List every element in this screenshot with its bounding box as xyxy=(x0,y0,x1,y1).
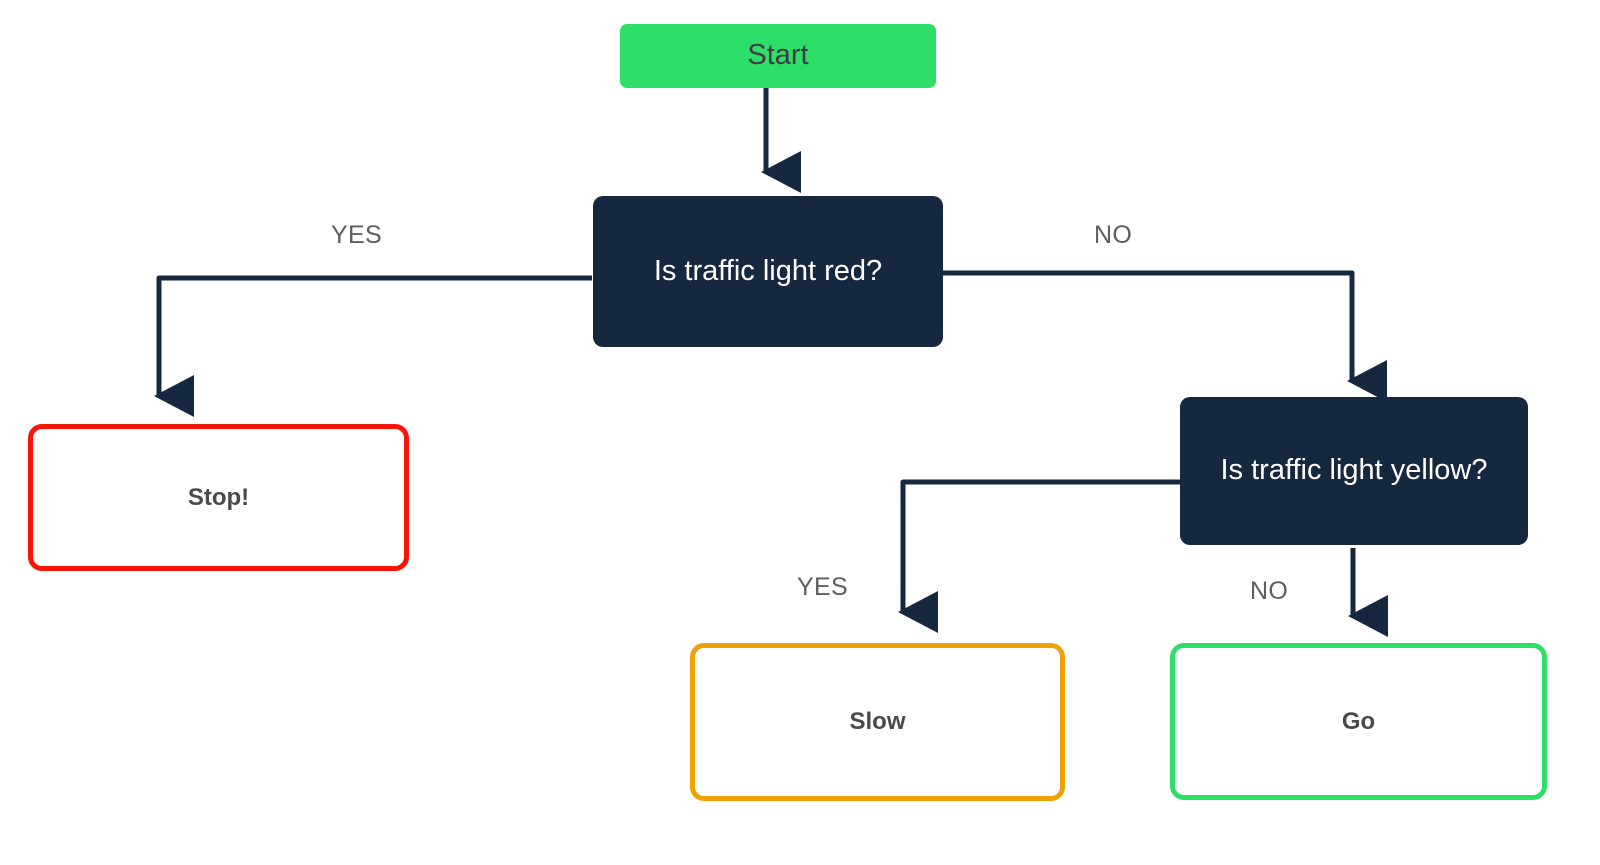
node-stop[interactable]: Stop! xyxy=(28,424,409,571)
node-decision-is-traffic-light-red[interactable]: Is traffic light red? xyxy=(593,196,943,347)
node-stop-label: Stop! xyxy=(187,483,250,511)
node-slow-label: Slow xyxy=(849,708,906,736)
edge-decision-yellow-yes-to-slow xyxy=(897,479,1180,633)
edge-label-red-no: NO xyxy=(1094,221,1133,249)
node-decision-is-traffic-light-yellow[interactable]: Is traffic light yellow? xyxy=(1180,397,1528,545)
node-go[interactable]: Go xyxy=(1170,643,1547,800)
edge-decision-red-yes-to-stop xyxy=(153,275,592,417)
edge-decision-red-no-to-decision-yellow xyxy=(943,270,1387,402)
node-decision-red-label: Is traffic light red? xyxy=(653,254,883,287)
edge-label-yellow-yes: YES xyxy=(797,573,848,601)
node-start[interactable]: Start xyxy=(620,24,936,88)
edge-label-yellow-no: NO xyxy=(1250,577,1289,605)
edge-label-red-yes: YES xyxy=(331,221,382,249)
node-go-label: Go xyxy=(1341,707,1376,735)
node-start-label: Start xyxy=(747,39,809,72)
node-decision-yellow-label: Is traffic light yellow? xyxy=(1220,454,1488,487)
node-slow[interactable]: Slow xyxy=(690,643,1065,801)
